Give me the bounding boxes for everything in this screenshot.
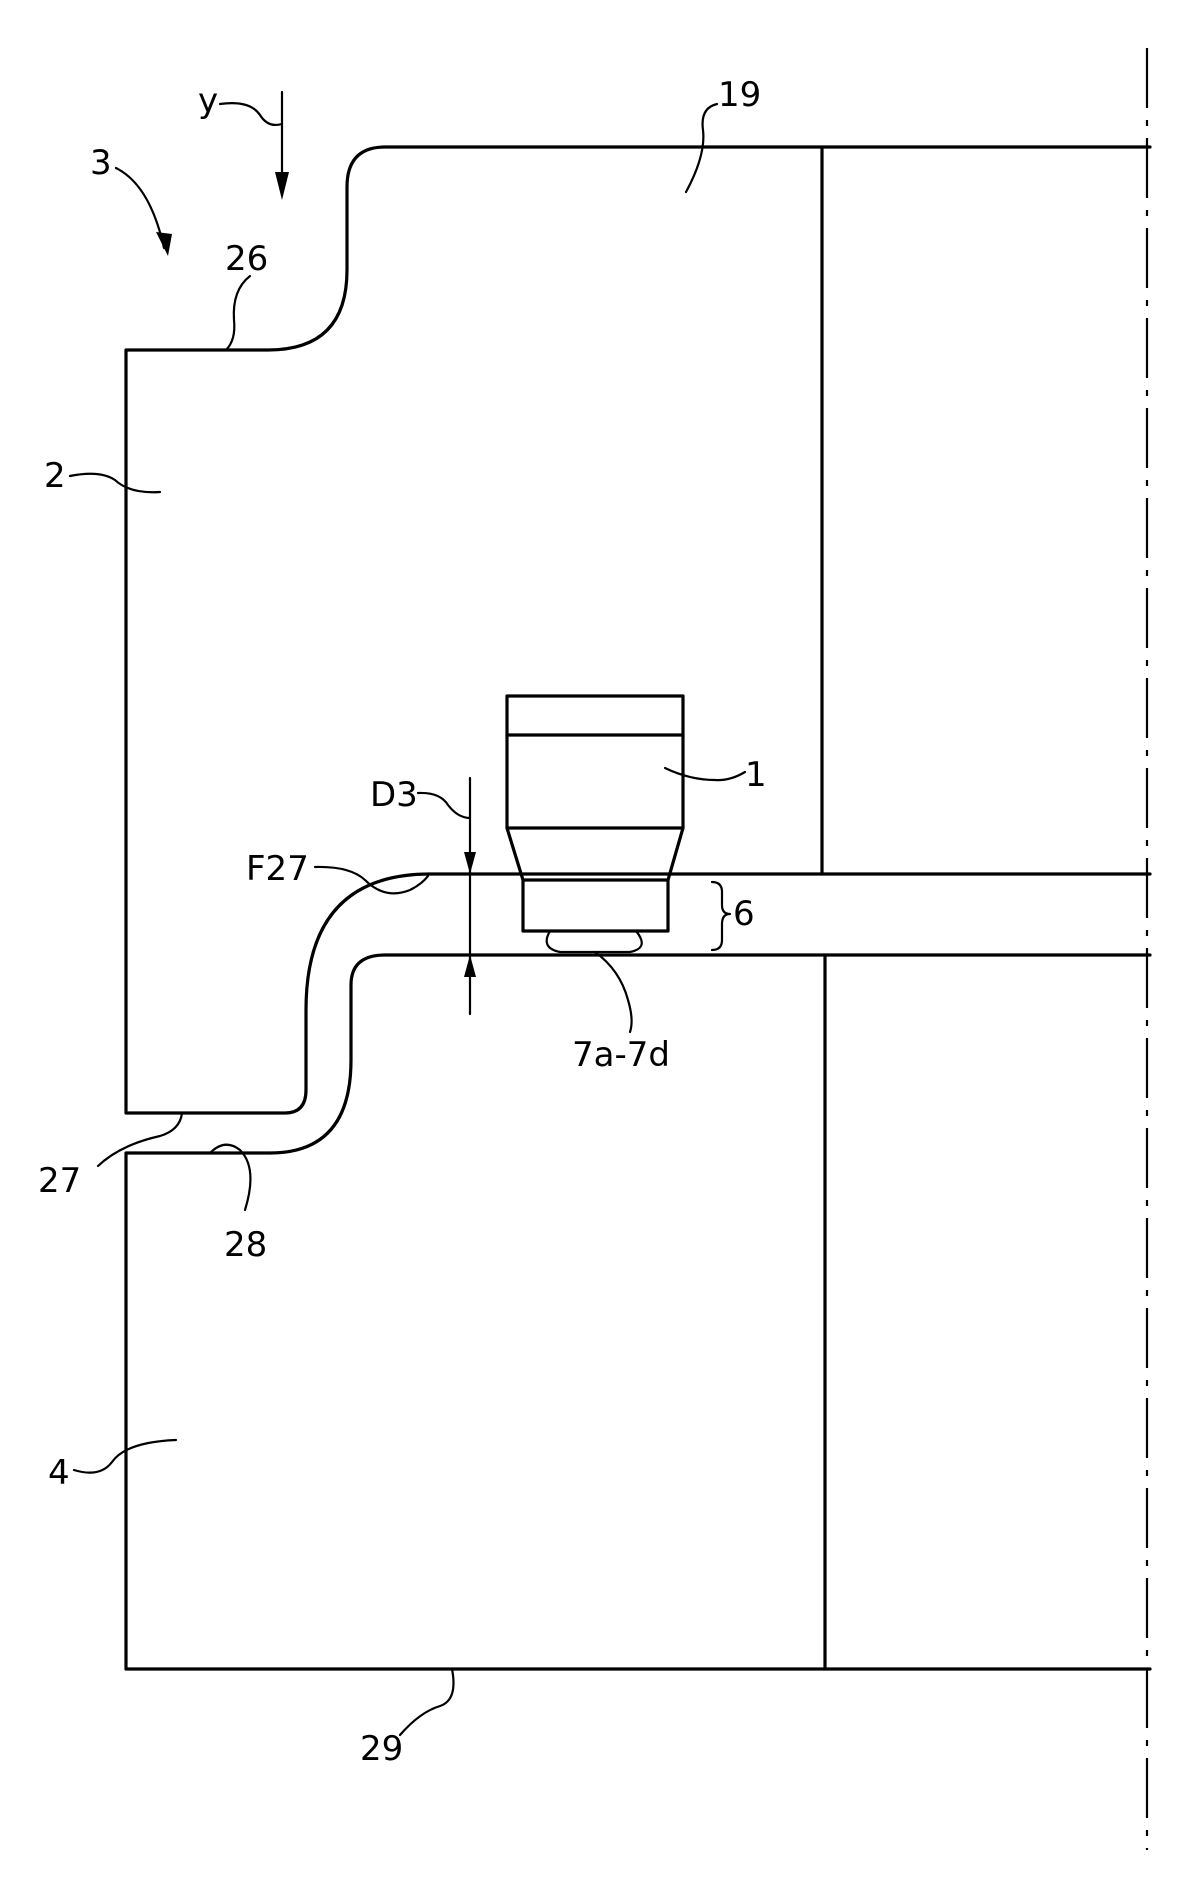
leader-2 bbox=[68, 472, 162, 494]
leader-28 bbox=[208, 1143, 252, 1212]
upper-mold-outline bbox=[124, 145, 1152, 1115]
leader-19 bbox=[684, 102, 719, 194]
label-26: 26 bbox=[225, 239, 268, 279]
leader-29 bbox=[398, 1667, 455, 1737]
leader-7 bbox=[593, 950, 633, 1034]
label-7a-7d: 7a-7d bbox=[572, 1035, 670, 1075]
leader-y bbox=[218, 102, 284, 127]
leader-f27 bbox=[313, 865, 430, 895]
label-3: 3 bbox=[90, 143, 112, 183]
lower-mold-outline bbox=[124, 953, 1152, 1671]
brace-6 bbox=[710, 880, 732, 952]
dimension-d3 bbox=[464, 776, 476, 1016]
direction-arrow-y bbox=[275, 90, 289, 200]
leader-26 bbox=[224, 274, 252, 352]
label-28: 28 bbox=[224, 1225, 267, 1265]
leader-1 bbox=[663, 766, 747, 782]
reference-arrow-3 bbox=[114, 166, 172, 256]
label-1: 1 bbox=[745, 755, 767, 795]
label-19: 19 bbox=[718, 75, 761, 115]
contacts-7a-7d bbox=[545, 929, 643, 954]
label-27: 27 bbox=[38, 1161, 81, 1201]
label-d3: D3 bbox=[370, 775, 418, 815]
label-y: y bbox=[198, 81, 218, 121]
leader-27 bbox=[96, 1111, 184, 1168]
leader-4 bbox=[72, 1438, 178, 1474]
label-2: 2 bbox=[44, 456, 66, 496]
label-29: 29 bbox=[360, 1729, 403, 1769]
component-1 bbox=[505, 694, 685, 933]
label-6: 6 bbox=[733, 894, 755, 934]
label-4: 4 bbox=[48, 1453, 70, 1493]
leader-d3 bbox=[416, 791, 472, 820]
label-f27: F27 bbox=[246, 849, 309, 889]
